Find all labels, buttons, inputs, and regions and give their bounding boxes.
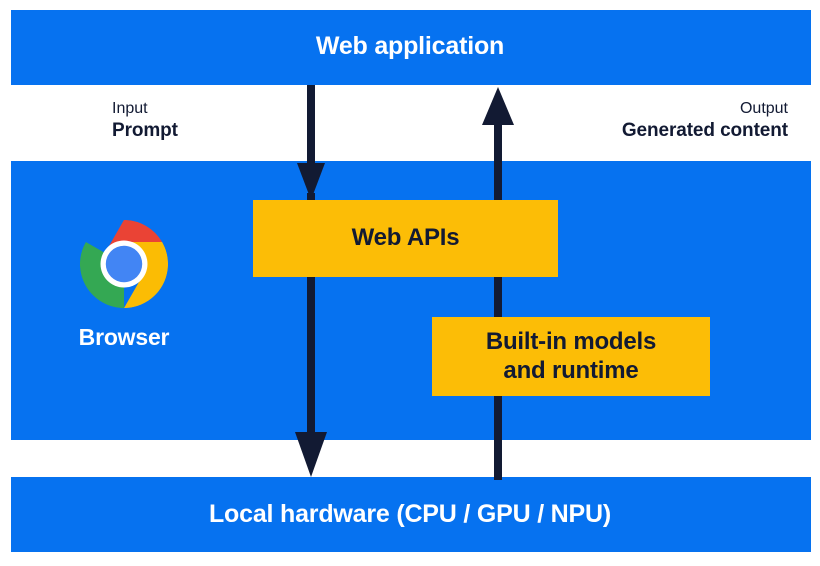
input-value-text: Prompt — [112, 119, 178, 141]
output-value-text: Generated content — [621, 119, 788, 141]
output-flow-label: Output Generated content — [622, 99, 788, 142]
browser-group: Browser — [53, 218, 195, 351]
input-kind-text: Input — [112, 100, 148, 117]
output-kind-text: Output — [739, 100, 788, 117]
block-builtin-models-label: Built-in models and runtime — [485, 328, 657, 384]
block-web-apis[interactable]: Web APIs — [253, 200, 558, 277]
web-application-label: Web application — [315, 32, 505, 60]
block-builtin-models-and-runtime[interactable]: Built-in models and runtime — [432, 317, 710, 396]
input-flow-label: Input Prompt — [112, 99, 178, 142]
browser-caption-label: Browser — [78, 324, 170, 350]
band-local-hardware — [11, 477, 811, 552]
chrome-logo-icon — [79, 219, 169, 309]
local-hardware-label: Local hardware (CPU / GPU / NPU) — [208, 500, 611, 528]
band-web-application — [11, 10, 811, 85]
block-web-apis-label: Web APIs — [351, 224, 460, 252]
